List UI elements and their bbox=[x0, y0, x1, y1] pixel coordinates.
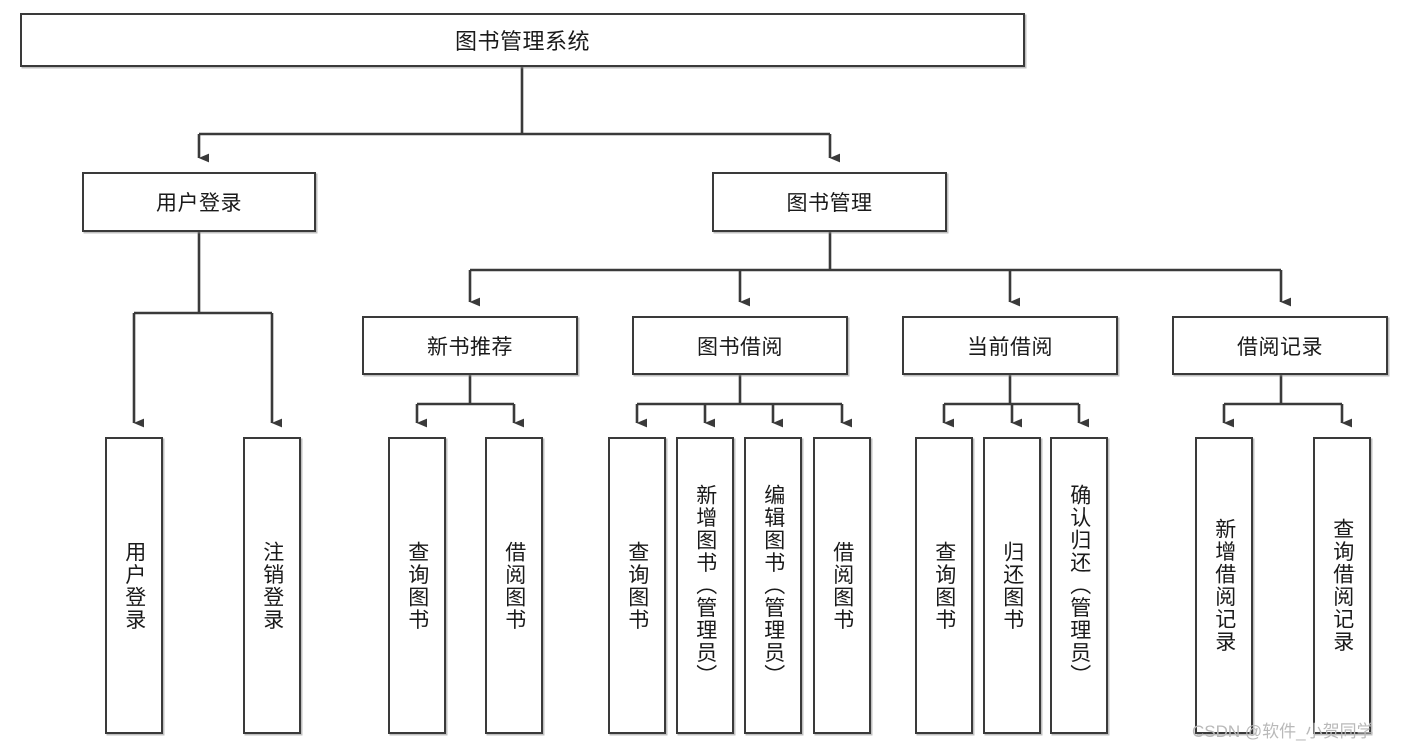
node-label: 图书管理系统 bbox=[454, 29, 590, 54]
leaf-add-book-admin[interactable]: 新增图书（管理员） bbox=[676, 437, 734, 734]
leaf-add-borrow-record[interactable]: 新增借阅记录 bbox=[1195, 437, 1253, 734]
node-label: 借阅记录 bbox=[1237, 335, 1323, 359]
node-book-management[interactable]: 图书管理 bbox=[712, 172, 947, 232]
node-book-borrow[interactable]: 图书借阅 bbox=[632, 316, 848, 375]
node-label: 图书管理 bbox=[786, 192, 873, 215]
node-label: 确认归还（管理员） bbox=[1067, 484, 1091, 687]
node-label: 注销登录 bbox=[260, 540, 284, 631]
node-label: 新书推荐 bbox=[427, 335, 513, 359]
leaf-query-borrow-record[interactable]: 查询借阅记录 bbox=[1313, 437, 1371, 734]
leaf-logout[interactable]: 注销登录 bbox=[243, 437, 301, 734]
csdn-watermark: CSDN @软件_小贺同学 bbox=[1192, 722, 1374, 741]
node-label: 新增图书（管理员） bbox=[693, 484, 717, 687]
leaf-user-login[interactable]: 用户登录 bbox=[105, 437, 163, 734]
leaf-query-book-recommend[interactable]: 查询图书 bbox=[388, 437, 446, 734]
node-label: 查询借阅记录 bbox=[1330, 518, 1354, 653]
node-label: 用户登录 bbox=[122, 540, 146, 631]
leaf-return-book[interactable]: 归还图书 bbox=[983, 437, 1041, 734]
node-label: 归还图书 bbox=[1000, 540, 1024, 631]
leaf-confirm-return-admin[interactable]: 确认归还（管理员） bbox=[1050, 437, 1108, 734]
node-label: 图书借阅 bbox=[697, 335, 783, 359]
leaf-query-book-borrow[interactable]: 查询图书 bbox=[608, 437, 666, 734]
leaf-query-book-current[interactable]: 查询图书 bbox=[915, 437, 973, 734]
node-label: 查询图书 bbox=[625, 540, 649, 631]
node-label: 编辑图书（管理员） bbox=[761, 484, 785, 687]
node-current-borrow[interactable]: 当前借阅 bbox=[902, 316, 1118, 375]
node-label: 查询图书 bbox=[405, 540, 429, 631]
node-borrow-records[interactable]: 借阅记录 bbox=[1172, 316, 1388, 375]
leaf-borrow-book[interactable]: 借阅图书 bbox=[813, 437, 871, 734]
node-label: 查询图书 bbox=[932, 540, 956, 631]
node-new-book-recommend[interactable]: 新书推荐 bbox=[362, 316, 578, 375]
node-label: 借阅图书 bbox=[502, 540, 526, 631]
node-root-book-management-system[interactable]: 图书管理系统 bbox=[20, 13, 1025, 67]
node-user-login[interactable]: 用户登录 bbox=[82, 172, 316, 232]
leaf-borrow-book-recommend[interactable]: 借阅图书 bbox=[485, 437, 543, 734]
leaf-edit-book-admin[interactable]: 编辑图书（管理员） bbox=[744, 437, 802, 734]
node-label: 当前借阅 bbox=[967, 335, 1053, 359]
node-label: 用户登录 bbox=[156, 192, 242, 215]
node-label: 借阅图书 bbox=[830, 540, 854, 631]
node-label: 新增借阅记录 bbox=[1212, 518, 1236, 653]
